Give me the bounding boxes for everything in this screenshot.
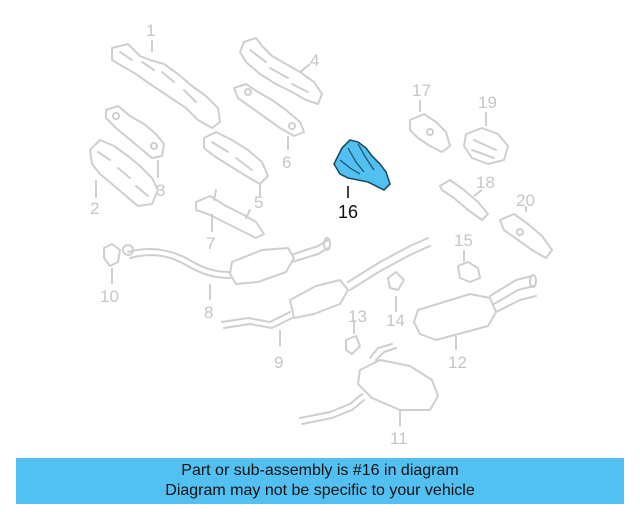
callout-5: 5 <box>254 193 263 212</box>
info-banner: Part or sub-assembly is #16 in diagram D… <box>16 458 624 504</box>
part-13-hanger <box>345 335 361 355</box>
callout-16: 16 <box>338 202 358 222</box>
part-1-exhaust-manifold <box>111 43 221 129</box>
part-19-hanger <box>463 127 509 165</box>
leader-4 <box>299 63 311 73</box>
callout-7: 7 <box>206 234 215 253</box>
callout-4: 4 <box>310 51 319 70</box>
banner-line-2: Diagram may not be specific to your vehi… <box>165 482 475 499</box>
part-8-front-pipe-converter <box>127 237 331 285</box>
callout-19: 19 <box>478 93 497 112</box>
callout-2: 2 <box>90 199 99 218</box>
callout-1: 1 <box>146 21 155 40</box>
callout-3: 3 <box>156 181 165 200</box>
part-17-bracket <box>409 113 451 153</box>
callout-15: 15 <box>454 231 473 250</box>
part-15-clamp <box>457 261 481 283</box>
part-10-gasket-ring <box>103 243 134 267</box>
leader-18 <box>473 189 483 197</box>
callout-18: 18 <box>476 173 495 192</box>
callout-9: 9 <box>274 353 283 372</box>
callout-13: 13 <box>348 307 367 326</box>
part-14-clip <box>387 271 405 291</box>
callout-12: 12 <box>448 353 467 372</box>
callout-20: 20 <box>516 191 535 210</box>
callout-11: 11 <box>390 429 408 448</box>
part-3-manifold-gasket <box>105 105 165 159</box>
part-16-heat-shield-highlighted <box>333 139 391 191</box>
callout-10: 10 <box>100 287 119 306</box>
part-11-center-muffler <box>299 343 439 425</box>
callout-17: 17 <box>412 81 431 100</box>
part-12-rear-muffler <box>413 274 537 341</box>
part-20-bracket <box>499 213 553 259</box>
part-18-strap <box>439 179 489 221</box>
banner-line-1: Part or sub-assembly is #16 in diagram <box>181 462 459 479</box>
part-6-gasket <box>233 83 305 137</box>
exhaust-parts-diagram: 1 4 6 3 2 5 7 1 <box>89 21 553 448</box>
part-2-exhaust-manifold-lower <box>89 139 159 207</box>
part-16-detail <box>339 143 375 175</box>
callout-6: 6 <box>282 153 291 172</box>
callout-8: 8 <box>204 303 213 322</box>
part-16-shape <box>333 139 391 191</box>
part-7-bracket <box>195 189 265 239</box>
part-5-heat-shield <box>203 131 269 185</box>
part-9-intermediate-pipe <box>221 237 431 329</box>
part-4-heat-shield <box>239 37 323 105</box>
callout-14: 14 <box>386 311 405 330</box>
